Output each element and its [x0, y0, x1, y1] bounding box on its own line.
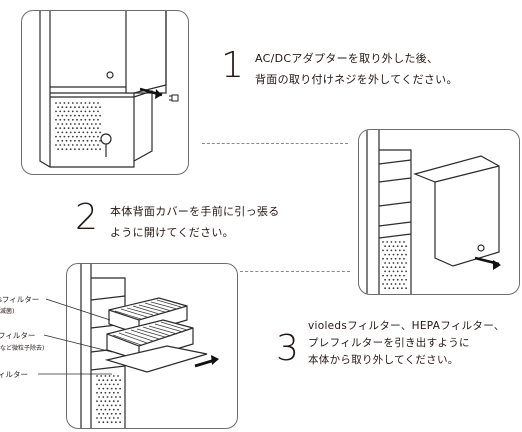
step-1-line-1: AC/DCアダプターを取り外した後、 [255, 52, 439, 65]
air-purifier-back-cover-illustration [366, 130, 501, 294]
callout-hepa-note: など微粒子除去) [0, 345, 45, 352]
step-1-number: 1 [221, 45, 244, 86]
step-1-line-2: 背面の取り付けネジを外してください。 [255, 73, 458, 86]
callout-violeds-filter: sフィルター [0, 295, 40, 304]
callout-hepa-filter: フィルター [0, 331, 36, 340]
vent-grid-3 [96, 375, 121, 424]
step-2-line-1: 本体背面カバーを手前に引っ張る [110, 205, 280, 218]
vent-grid-2 [382, 241, 407, 290]
step-3-line-1: violedsフィルター、HEPAフィルター、 [308, 320, 505, 332]
step-3-line-2: プレフィルターを引き出すように [308, 337, 470, 349]
step-2-text: 本体背面カバーを手前に引っ張る ように開けてください。 [110, 201, 280, 243]
illustration-step3-panel [66, 263, 238, 429]
divider-1 [202, 143, 348, 144]
step-2-number: 2 [75, 197, 98, 238]
air-purifier-rear-screw-illustration [39, 11, 179, 168]
callout-leader-lines [38, 298, 113, 375]
step-2-line-2: ように開けてください。 [110, 226, 234, 239]
step-3-number: 3 [276, 328, 299, 369]
step-1-text: AC/DCアダプターを取り外した後、 背面の取り付けネジを外してください。 [255, 48, 458, 90]
callout-violeds-note: 滅菌) [0, 308, 15, 315]
illustration-step2-panel [358, 129, 520, 295]
callout-prefilter: ィルター [0, 370, 28, 379]
divider-2 [240, 271, 350, 272]
step-3-text: violedsフィルター、HEPAフィルター、 プレフィルターを引き出すように … [308, 318, 505, 369]
illustration-step1-panel [21, 10, 189, 175]
air-purifier-filters-illustration [80, 264, 219, 428]
step-3-line-3: 本体から取り外してください。 [308, 354, 459, 366]
